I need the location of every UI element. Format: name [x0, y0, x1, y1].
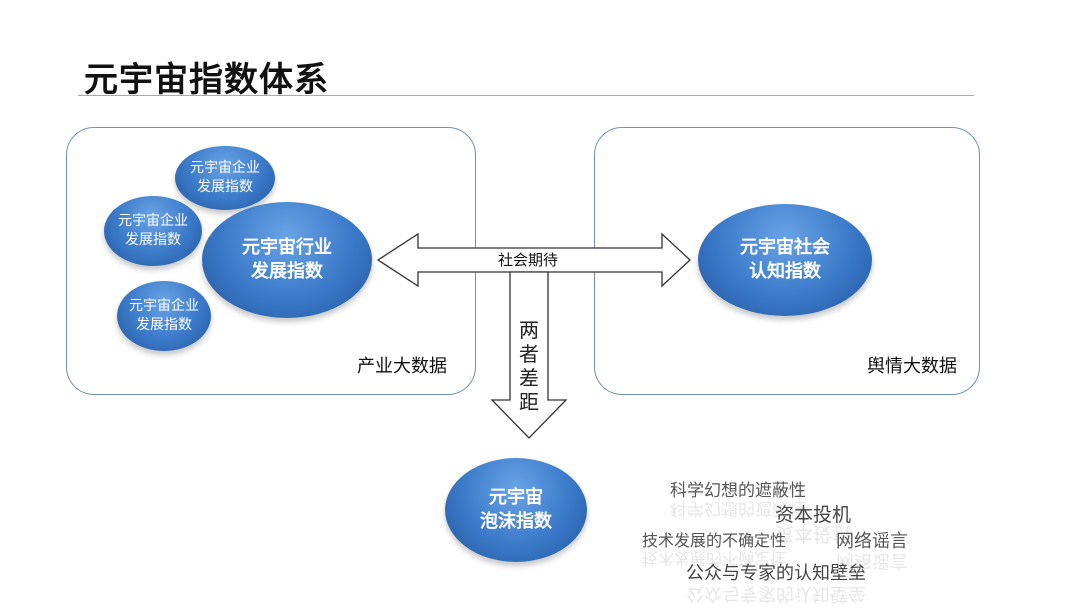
industry-data-label: 产业大数据: [357, 356, 447, 377]
bubble-index-bubble: 元宇宙 泡沫指数: [445, 458, 587, 562]
industry-index-bubble: 元宇宙行业 发展指数: [202, 202, 372, 318]
word-cloud-item: 科学幻想的遮蔽性: [670, 481, 806, 501]
gap-arrow: [490, 271, 568, 439]
word-cloud-item: 公众与专家的认知壁垒: [686, 563, 866, 584]
sentiment-data-label: 舆情大数据: [867, 356, 957, 377]
page-title: 元宇宙指数体系: [84, 60, 329, 100]
enterprise-index-bubble: 元宇宙企业 发展指数: [104, 196, 202, 266]
industry-index-label: 元宇宙行业 发展指数: [242, 236, 332, 282]
enterprise-index-bubble: 元宇宙企业 发展指数: [175, 146, 275, 210]
gap-label: 两者差距: [519, 318, 539, 414]
word-cloud-item: 技术发展的不确定性: [642, 531, 787, 550]
enterprise-index-label: 元宇宙企业 发展指数: [129, 298, 199, 333]
title-divider: [78, 95, 974, 96]
bubble-index-label: 元宇宙 泡沫指数: [480, 486, 552, 532]
social-expectation-arrow: [376, 232, 691, 288]
word-cloud-item: 网络谣言: [836, 531, 908, 552]
enterprise-index-bubble: 元宇宙企业 发展指数: [117, 281, 211, 351]
enterprise-index-label: 元宇宙企业 发展指数: [190, 160, 260, 195]
word-reflection: 公众与专家的认知壁垒: [686, 583, 866, 604]
social-expectation-label: 社会期待: [498, 251, 559, 269]
social-cognition-index-label: 元宇宙社会 认知指数: [740, 236, 830, 282]
social-cognition-index-bubble: 元宇宙社会 认知指数: [698, 204, 872, 316]
enterprise-index-label: 元宇宙企业 发展指数: [118, 213, 188, 248]
word-cloud-item: 资本投机: [775, 504, 852, 526]
